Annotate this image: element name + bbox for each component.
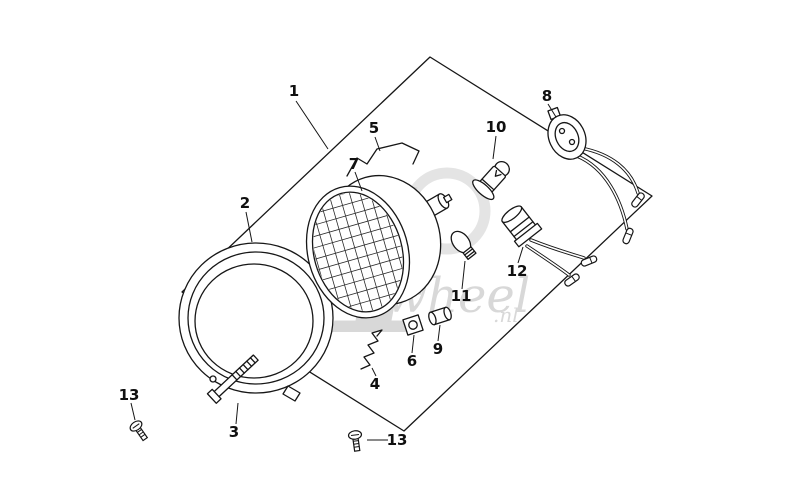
lens-fluting-grid xyxy=(300,182,416,322)
callout-13-right: 13 xyxy=(387,431,408,449)
leader-9 xyxy=(437,324,441,342)
part-3-screw xyxy=(206,354,259,404)
callout-7: 7 xyxy=(349,155,359,173)
callout-5: 5 xyxy=(369,119,379,137)
callout-4: 4 xyxy=(370,375,380,393)
callout-11: 11 xyxy=(451,287,472,305)
callout-2: 2 xyxy=(240,194,250,212)
callout-labels: 1 2 3 4 5 6 7 8 9 10 11 12 13 13 xyxy=(119,82,553,449)
part-11-small-bulb xyxy=(450,230,477,260)
leader-2 xyxy=(245,211,253,243)
callout-1: 1 xyxy=(289,82,299,100)
callout-13-left: 13 xyxy=(119,386,140,404)
leader-1 xyxy=(295,100,329,150)
leader-lines xyxy=(130,100,557,441)
part-10-bulb xyxy=(472,160,510,201)
rim-mounting-tab xyxy=(282,385,301,402)
leader-4 xyxy=(371,367,377,377)
callout-6: 6 xyxy=(407,352,417,370)
part-5-retaining-clip xyxy=(346,142,420,177)
part-7-headlight-unit xyxy=(300,174,453,322)
leader-13-left xyxy=(130,402,136,421)
callout-12: 12 xyxy=(507,262,528,280)
callout-8: 8 xyxy=(542,87,552,105)
part-4-spring xyxy=(360,329,383,370)
part-2-headlight-rim xyxy=(178,242,334,402)
part-8-socket-boot xyxy=(547,106,587,160)
callout-9: 9 xyxy=(433,340,443,358)
part-6-square-nut xyxy=(402,314,424,336)
part-12-bulb-socket xyxy=(501,205,543,248)
leader-3 xyxy=(235,402,239,425)
leader-11 xyxy=(461,260,466,290)
callout-10: 10 xyxy=(486,118,507,136)
wiring-harness xyxy=(525,146,647,288)
leader-5 xyxy=(374,136,381,152)
watermark-tld: .nl xyxy=(493,303,519,327)
leader-8 xyxy=(547,103,557,118)
callout-3: 3 xyxy=(229,423,239,441)
part-9-spacer xyxy=(428,306,452,326)
leader-6 xyxy=(411,334,415,354)
leader-12 xyxy=(517,246,524,264)
leader-7 xyxy=(354,171,363,192)
lens-inner-edge xyxy=(311,191,405,313)
leader-10 xyxy=(492,135,497,160)
rim-lug xyxy=(209,375,217,383)
part-1-assembly-boundary xyxy=(181,56,653,432)
